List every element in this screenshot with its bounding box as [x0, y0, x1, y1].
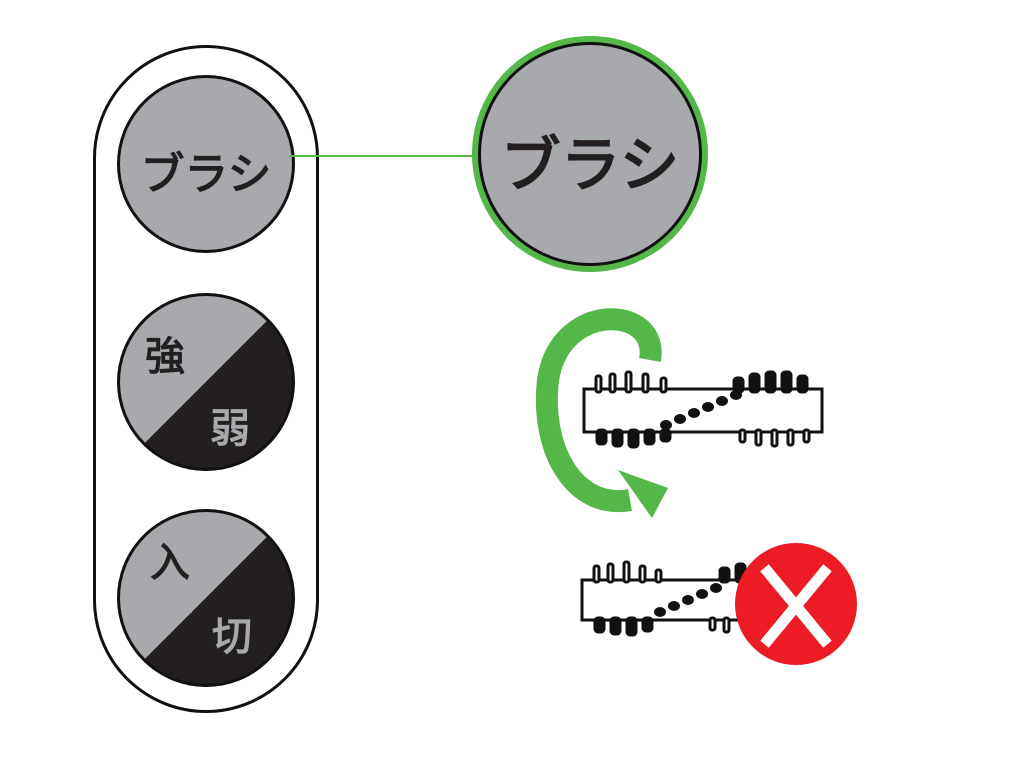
- brush-roll-icon: [582, 370, 824, 449]
- off-label: 切: [212, 614, 252, 660]
- power-level-button[interactable]: 強 弱: [117, 293, 295, 471]
- callout-brush-label: ブラシ: [500, 131, 680, 201]
- strong-label: 強: [145, 334, 185, 380]
- brush-button-label: ブラシ: [140, 149, 272, 200]
- weak-label: 弱: [210, 406, 250, 452]
- error-x-icon: [735, 543, 857, 665]
- callout-connector: [289, 155, 477, 157]
- wrong-brush-roll-icon: [580, 560, 764, 637]
- on-label: 入: [150, 540, 190, 586]
- callout-brush-button: ブラシ: [478, 42, 702, 266]
- rotation-arrow-icon: [535, 308, 668, 518]
- power-switch-button[interactable]: 入 切: [117, 509, 295, 687]
- callout-ring: ブラシ: [472, 36, 708, 272]
- control-panel: [93, 45, 319, 713]
- brush-button[interactable]: ブラシ: [117, 75, 295, 253]
